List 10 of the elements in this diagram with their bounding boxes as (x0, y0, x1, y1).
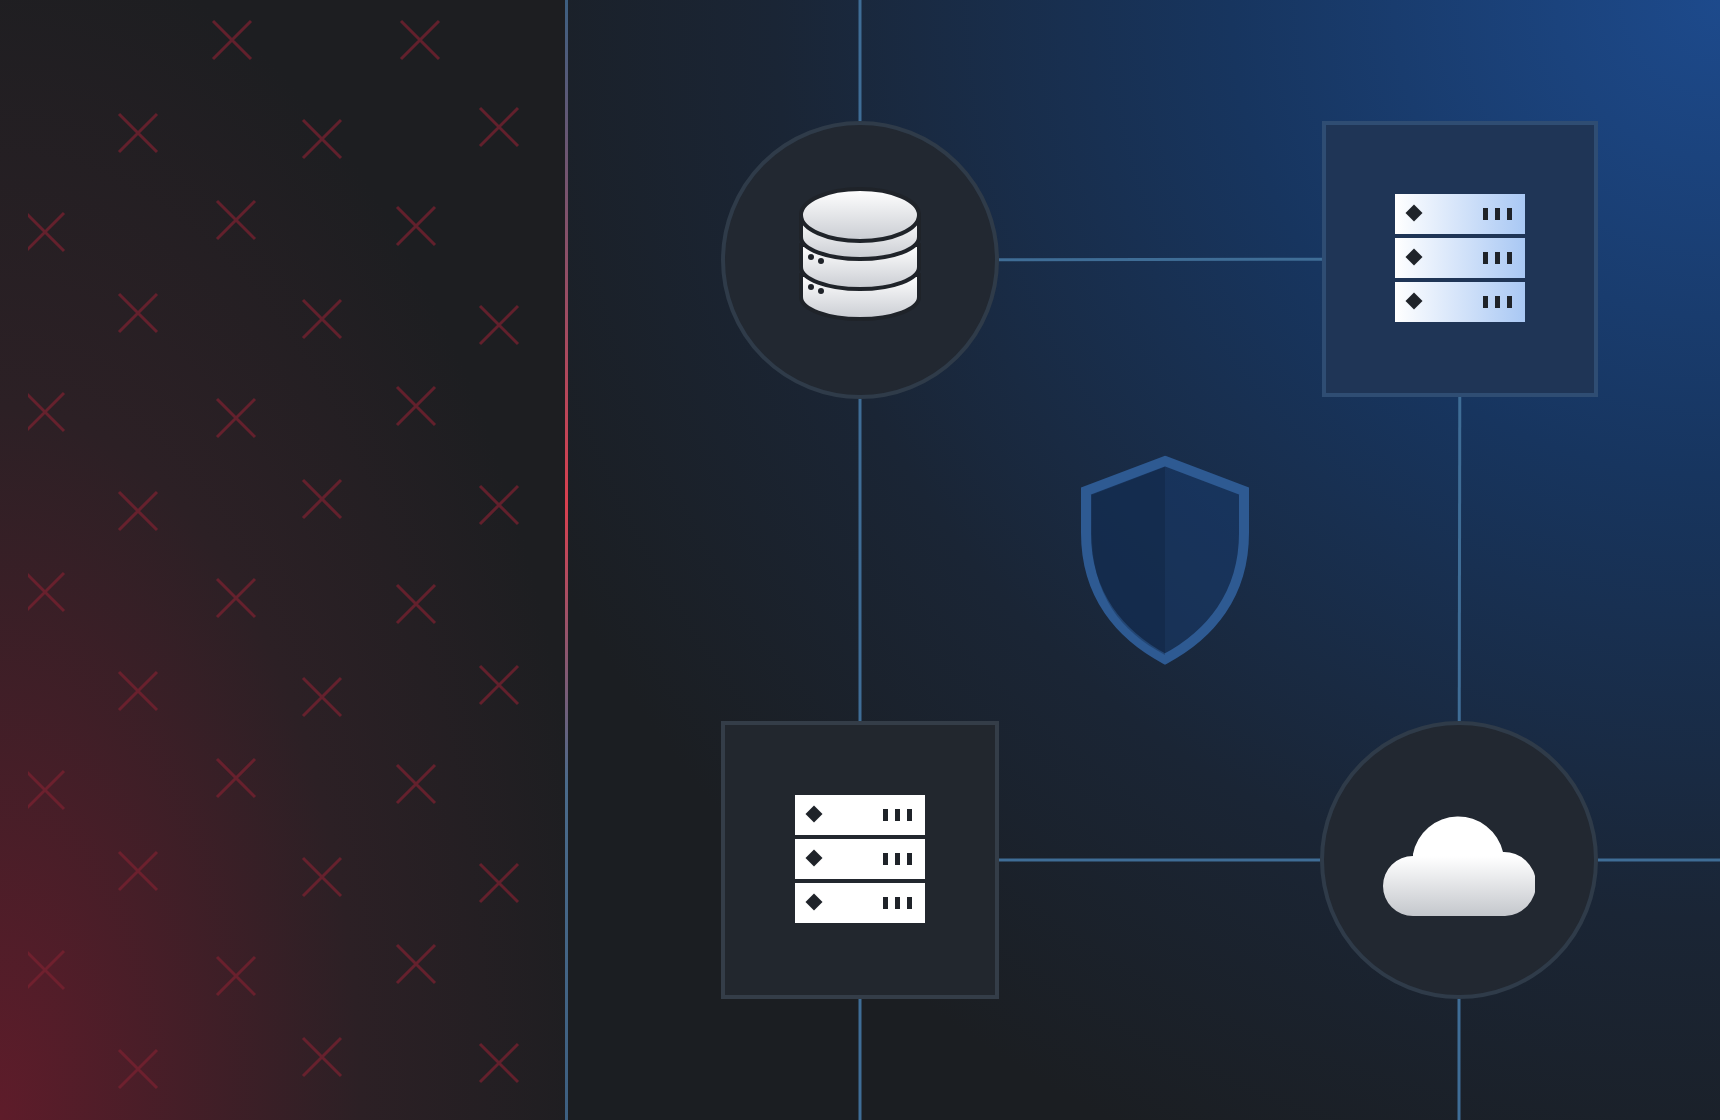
connector-line (858, 999, 862, 1120)
connector-line (1457, 397, 1462, 721)
connector-line (1457, 999, 1461, 1120)
connector-line (1598, 858, 1720, 862)
connector-line (858, 399, 862, 721)
connector-line (999, 257, 1322, 262)
connector-line (858, 0, 862, 121)
node-box (721, 721, 999, 999)
connector-line (999, 858, 1320, 862)
node-box (1322, 121, 1598, 397)
